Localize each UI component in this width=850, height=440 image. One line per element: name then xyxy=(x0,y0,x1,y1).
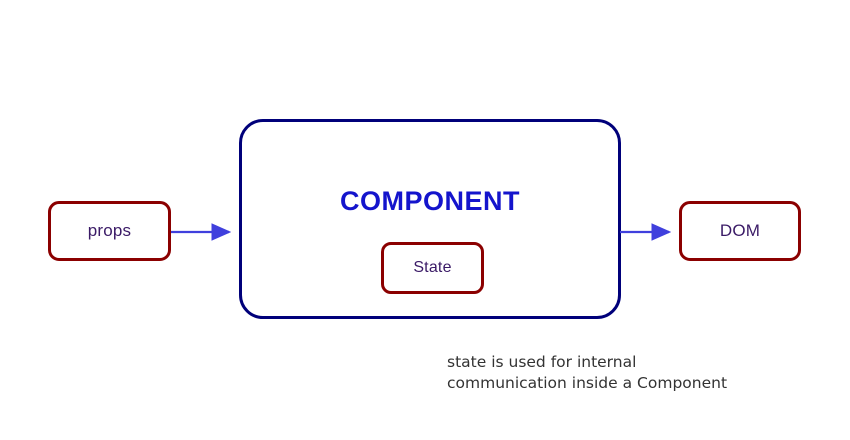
node-component[interactable]: COMPONENT State xyxy=(239,119,621,319)
node-state[interactable]: State xyxy=(381,242,484,294)
caption-text: state is used for internal communication… xyxy=(447,353,728,392)
arrow-props-to-component xyxy=(171,223,232,241)
arrow-component-to-dom xyxy=(620,223,672,241)
component-title: COMPONENT xyxy=(340,186,520,216)
node-dom-label: DOM xyxy=(719,221,761,240)
node-props-label: props xyxy=(87,221,132,240)
node-state-label: State xyxy=(413,259,452,276)
node-props[interactable]: props xyxy=(48,201,171,261)
node-dom[interactable]: DOM xyxy=(679,201,801,261)
